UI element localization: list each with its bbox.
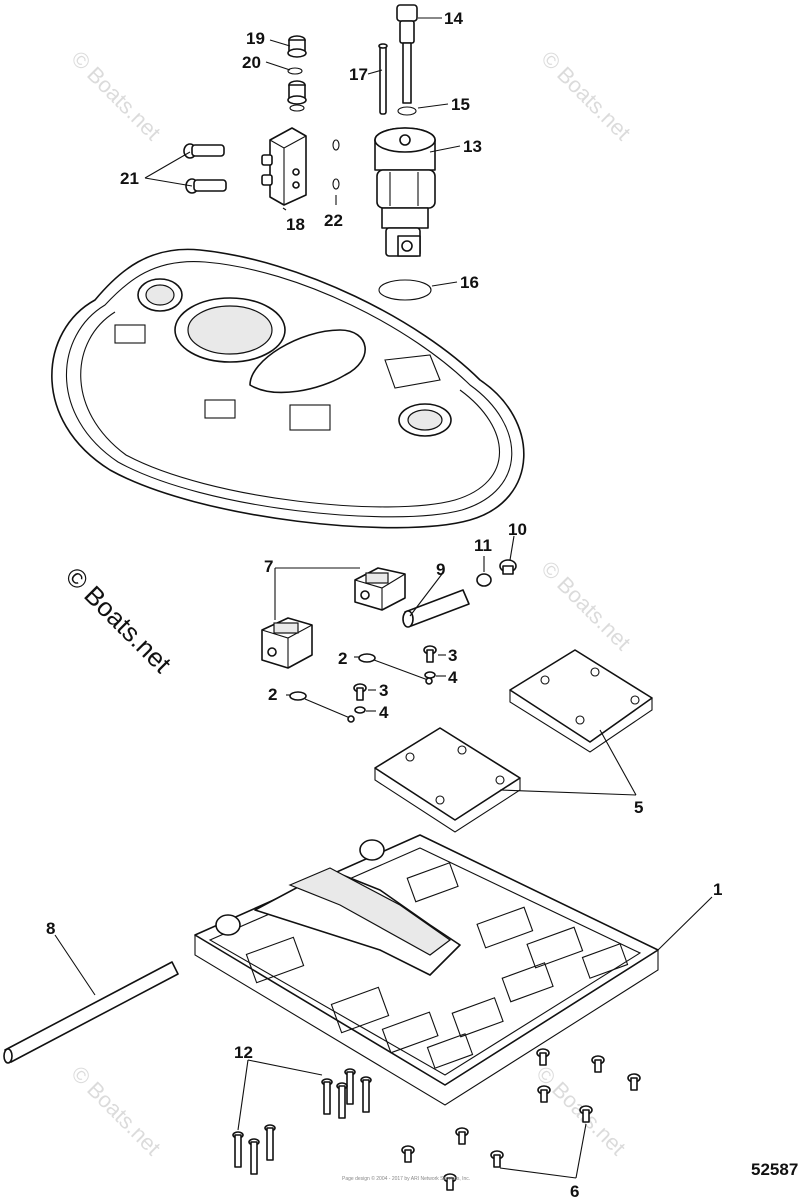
callout-1: 1 <box>713 880 722 899</box>
callout-5: 5 <box>634 798 643 817</box>
part-18-valve-block[interactable] <box>261 127 307 206</box>
callout-12: 12 <box>234 1043 253 1062</box>
part-19-fitting-lower[interactable] <box>287 80 307 112</box>
part-7-mount[interactable] <box>261 617 313 669</box>
part-1-base-plate[interactable] <box>194 834 659 1106</box>
callout-7: 7 <box>264 557 273 576</box>
copyright-line: Page design © 2004 - 2017 by ARI Network… <box>342 1175 470 1182</box>
callout-9: 9 <box>436 560 445 579</box>
callout-3: 3 <box>448 646 457 665</box>
callout-15: 15 <box>451 95 470 114</box>
part-13-pump[interactable] <box>374 127 436 257</box>
callout-3: 3 <box>379 681 388 700</box>
leader-lines <box>54 17 713 1179</box>
callout-22: 22 <box>324 211 343 230</box>
part-2-strap[interactable] <box>358 653 433 685</box>
housing-plate <box>51 248 525 529</box>
part-12-bolts[interactable] <box>232 1068 372 1175</box>
callout-8: 8 <box>46 919 55 938</box>
part-11-washer[interactable] <box>476 573 492 587</box>
watermark: © Boats.net <box>536 556 635 655</box>
part-8-rod[interactable] <box>3 961 179 1064</box>
callout-20: 20 <box>242 53 261 72</box>
callout-4: 4 <box>448 668 458 687</box>
part-21-bolt[interactable] <box>183 143 225 159</box>
part-17-rod[interactable] <box>378 43 388 115</box>
part-15-o-ring[interactable] <box>397 106 417 116</box>
callout-4: 4 <box>379 703 389 722</box>
part-14-sender[interactable] <box>396 4 418 104</box>
callout-11: 11 <box>474 536 492 555</box>
callout-16: 16 <box>460 273 479 292</box>
callout-19: 19 <box>246 29 265 48</box>
part-4-washer[interactable] <box>354 706 366 714</box>
callout-21: 21 <box>120 169 139 188</box>
part-5-plate[interactable] <box>509 649 653 753</box>
watermark: © Boats.net <box>66 46 165 145</box>
part-7-mount[interactable] <box>354 567 406 611</box>
part-9-pin[interactable] <box>402 589 470 628</box>
callout-13: 13 <box>463 137 482 156</box>
part-3-screw[interactable] <box>423 645 437 663</box>
part-4-washer[interactable] <box>424 671 436 679</box>
callout-18: 18 <box>286 215 305 234</box>
part-3-screw[interactable] <box>353 683 367 701</box>
callout-17: 17 <box>349 65 368 84</box>
part-16-o-ring[interactable] <box>378 279 432 301</box>
part-19-fitting[interactable] <box>287 35 307 58</box>
callout-2: 2 <box>338 649 347 668</box>
callouts: 19 20 14 17 15 13 21 18 22 16 7 9 11 10 … <box>46 9 722 1200</box>
callout-14: 14 <box>444 9 463 28</box>
part-20-o-ring[interactable] <box>287 67 303 75</box>
callout-10: 10 <box>508 520 527 539</box>
watermark: © Boats.net <box>66 1061 165 1160</box>
part-22-o-rings[interactable] <box>332 139 340 190</box>
watermark-large: © Boats.net <box>60 561 178 679</box>
part-5-plate[interactable] <box>374 727 521 833</box>
watermark: © Boats.net <box>536 46 635 145</box>
reference-number: 52587 <box>751 1160 798 1179</box>
part-2-strap[interactable] <box>289 691 355 723</box>
callout-2: 2 <box>268 685 277 704</box>
part-6-bolts[interactable] <box>401 1048 641 1191</box>
callout-6: 6 <box>570 1182 579 1200</box>
part-10-bolt[interactable] <box>499 559 517 575</box>
